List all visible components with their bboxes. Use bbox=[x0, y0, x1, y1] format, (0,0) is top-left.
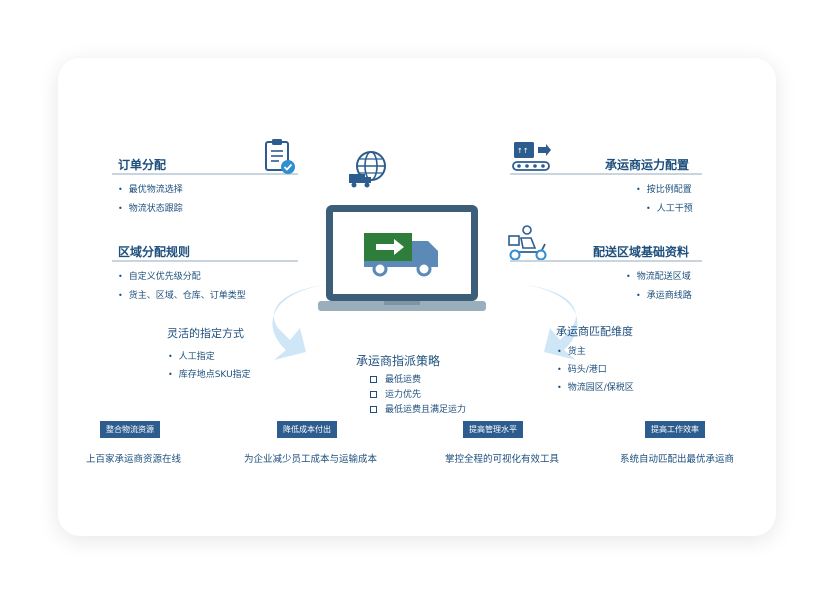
bottom-text: 上百家承运商资源在线 bbox=[86, 454, 182, 465]
list-item: 最低运费且满足运力 bbox=[370, 402, 466, 415]
delivery-scooter-icon bbox=[508, 225, 547, 261]
globe-truck-icon bbox=[349, 151, 386, 188]
bottom-text: 为企业减少员工成本与运输成本 bbox=[244, 454, 378, 465]
flexible-assign-title: 灵活的指定方式 bbox=[167, 327, 244, 340]
badge-integrate: 整合物流资源 bbox=[100, 421, 160, 438]
order-allocation-title: 订单分配 bbox=[118, 158, 167, 172]
list-item: •库存地点SKU指定 bbox=[168, 370, 251, 380]
list-item: •承运商线路 bbox=[636, 291, 692, 301]
list-item: •物流配送区域 bbox=[626, 272, 691, 282]
list-item: •物流状态跟踪 bbox=[118, 204, 183, 214]
badge-management: 提高管理水平 bbox=[463, 421, 523, 438]
list-item: •货主 bbox=[557, 347, 586, 357]
clipboard-check-icon bbox=[265, 139, 295, 174]
cycle-arrows bbox=[272, 284, 578, 360]
divider bbox=[510, 173, 702, 175]
region-rules-title: 区域分配规则 bbox=[118, 245, 191, 259]
capacity-config-title: 承运商运力配置 bbox=[605, 158, 690, 172]
list-item: •码头/港口 bbox=[557, 365, 607, 375]
list-item: •物流园区/保税区 bbox=[557, 383, 634, 393]
list-item: 运力优先 bbox=[370, 387, 421, 400]
divider bbox=[510, 260, 702, 262]
bottom-text: 系统自动匹配出最优承运商 bbox=[620, 454, 735, 465]
list-item: •货主、区域、仓库、订单类型 bbox=[118, 291, 246, 301]
carrier-match-title: 承运商匹配维度 bbox=[556, 325, 633, 338]
list-item: •人工干预 bbox=[646, 204, 693, 214]
badge-efficiency: 提高工作效率 bbox=[645, 421, 705, 438]
delivery-basics-title: 配送区域基础资料 bbox=[593, 245, 690, 259]
list-item: •自定义优先级分配 bbox=[118, 272, 201, 282]
laptop-truck-icon bbox=[318, 205, 486, 311]
badge-reduce-cost: 降低成本付出 bbox=[277, 421, 337, 438]
conveyor-boxes-icon: ↑↑ bbox=[512, 142, 551, 171]
list-item: •人工指定 bbox=[168, 352, 215, 362]
bottom-text: 掌控全程的可视化有效工具 bbox=[445, 454, 560, 465]
svg-text:↑↑: ↑↑ bbox=[517, 147, 529, 155]
divider bbox=[112, 173, 298, 175]
list-item: •按比例配置 bbox=[636, 185, 692, 195]
list-item: 最低运费 bbox=[370, 372, 421, 385]
divider bbox=[112, 260, 298, 262]
list-item: •最优物流选择 bbox=[118, 185, 183, 195]
center-strategy-title: 承运商指派策略 bbox=[356, 354, 441, 368]
